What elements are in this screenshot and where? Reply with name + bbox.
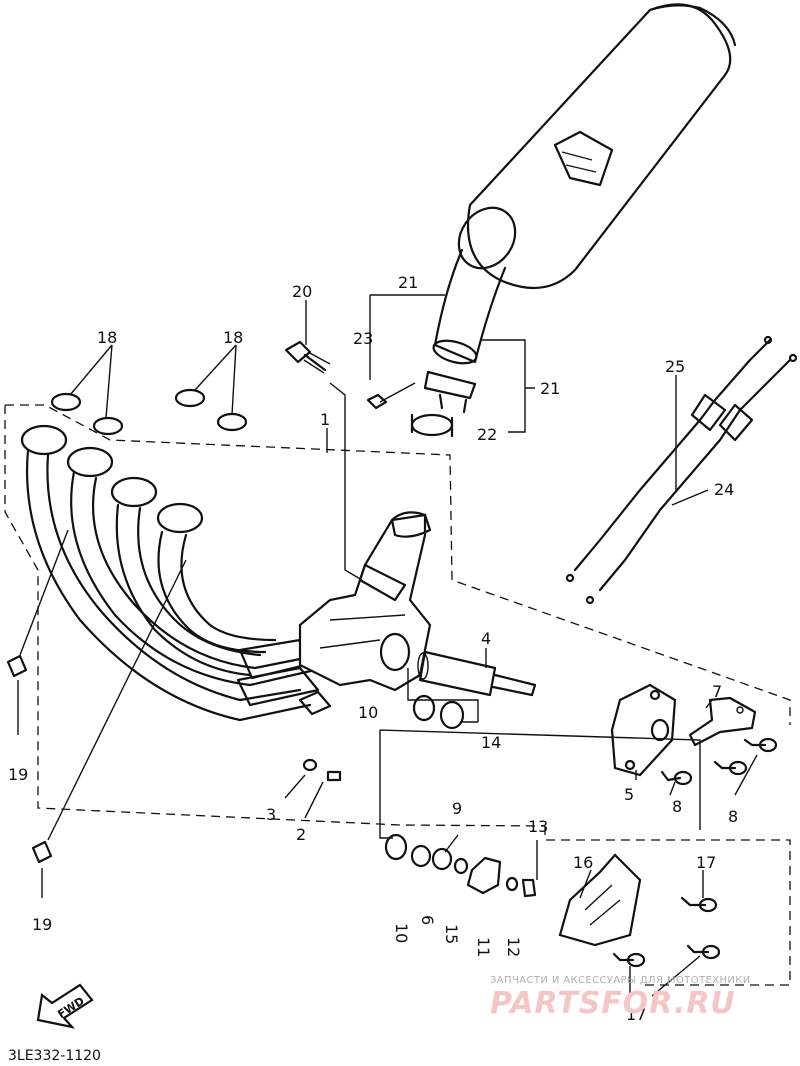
watermark: ЗАПЧАСТИ И АКСЕССУАРЫ ДЛЯ МОТОТЕХНИКИ PA…: [490, 975, 751, 1021]
watermark-line2: PARTSFOR.RU: [490, 986, 736, 1021]
callout-9: 9: [452, 799, 462, 818]
exhaust-headers: [20, 424, 332, 722]
callout-10-top: 10: [358, 703, 378, 722]
callout-22: 22: [477, 425, 497, 444]
callout-25: 25: [665, 357, 685, 376]
callout-7: 7: [712, 682, 722, 701]
muffler: [457, 3, 737, 290]
callout-10-bottom: 10: [392, 923, 411, 943]
callout-21-top: 21: [398, 273, 418, 292]
callout-11: 11: [474, 937, 493, 957]
callout-labels-rotated: 10 6 15 11 12: [392, 915, 523, 957]
callout-17-bottom: 17: [626, 1005, 646, 1024]
fwd-arrow-icon: FWD: [36, 983, 94, 1029]
callout-21-right: 21: [540, 379, 560, 398]
clips-19: [6, 654, 53, 864]
lower-parts: [302, 758, 537, 898]
callout-8-right: 8: [728, 807, 738, 826]
callout-12: 12: [504, 937, 523, 957]
callout-20: 20: [292, 282, 312, 301]
cover-16: [558, 853, 642, 947]
callout-2: 2: [296, 825, 306, 844]
callout-8-left: 8: [672, 797, 682, 816]
callout-13: 13: [528, 817, 548, 836]
bolt-20: [284, 340, 331, 374]
callout-18-right: 18: [223, 328, 243, 347]
cables-24-25: [565, 335, 798, 605]
callout-19-upper: 19: [8, 765, 28, 784]
callout-14: 14: [481, 733, 501, 752]
callout-17-top: 17: [696, 853, 716, 872]
callout-19-lower: 19: [32, 915, 52, 934]
collars-10-14: [412, 694, 465, 730]
callout-16: 16: [573, 853, 593, 872]
watermark-line1: ЗАПЧАСТИ И АКСЕССУАРЫ ДЛЯ МОТОТЕХНИКИ: [490, 975, 751, 986]
callout-23: 23: [353, 329, 373, 348]
callout-24: 24: [714, 480, 734, 499]
gaskets-18: [50, 388, 248, 436]
callout-1: 1: [320, 410, 330, 429]
diagram-code: 3LE332-1120: [8, 1048, 101, 1064]
callout-18-left: 18: [97, 328, 117, 347]
bracket-5: [610, 683, 677, 777]
callout-4: 4: [481, 629, 491, 648]
bracket-7: [688, 696, 757, 747]
callout-6: 6: [418, 915, 437, 925]
callout-3: 3: [266, 805, 276, 824]
shaft-4: [417, 650, 537, 697]
link-pipe: [366, 248, 507, 438]
bolts-8: [660, 737, 778, 786]
leader-lines: [17, 294, 758, 998]
callout-5: 5: [624, 785, 634, 804]
assembly-outlines: [4, 404, 791, 986]
collector: [298, 511, 432, 692]
callout-15: 15: [442, 924, 461, 944]
callout-labels: 18 18 20 21 23 21 22 1 25 24 4 7 10 14 5…: [8, 273, 738, 1024]
bolts-17: [612, 896, 721, 968]
